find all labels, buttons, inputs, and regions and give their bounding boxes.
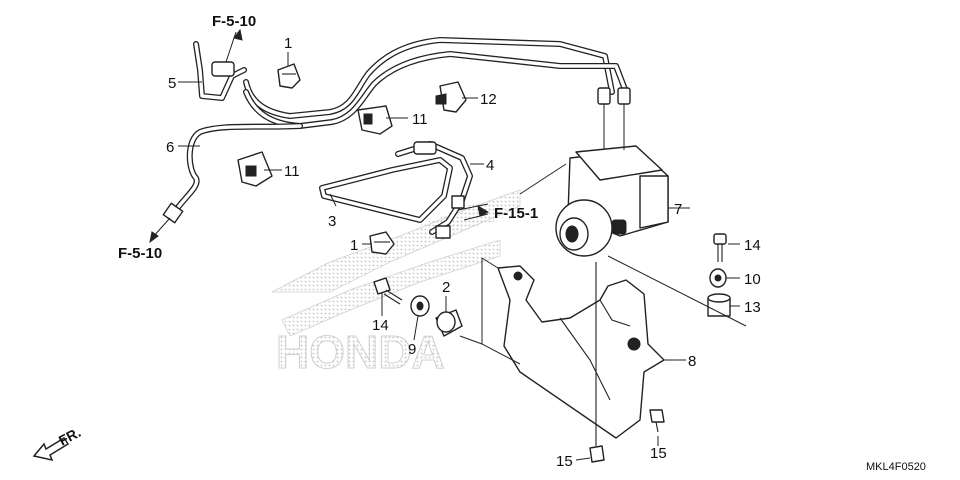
callout-13: 13 <box>744 299 761 316</box>
reference-left[interactable]: F-5-10 <box>118 245 162 262</box>
pipe-clamp-upper <box>357 105 393 135</box>
bolt-14-left <box>373 277 403 305</box>
callout-numbers: 1 1 2 3 4 5 6 7 8 9 10 11 11 12 13 14 14… <box>166 35 761 470</box>
pipe-clamp-12 <box>435 81 467 113</box>
collar-10 <box>709 268 727 288</box>
brake-pipe-4 <box>395 141 473 239</box>
callout-2: 2 <box>442 279 450 296</box>
grommet-13 <box>707 293 731 317</box>
assembly-guide-lines <box>457 163 747 365</box>
brake-pipe-5 <box>193 41 247 101</box>
abs-modulator <box>555 87 669 257</box>
front-direction-marker: FR. <box>32 424 83 462</box>
brake-pipe-6 <box>162 123 303 224</box>
diagram-code: MKL4F0520 <box>866 461 926 473</box>
brake-pipe-upper <box>243 37 629 129</box>
brake-pipe-3 <box>319 157 453 223</box>
abs-port-left <box>597 87 611 105</box>
callout-14-left: 14 <box>372 317 389 334</box>
pipe-joint <box>211 61 235 77</box>
callout-4: 4 <box>486 157 494 174</box>
callout-8: 8 <box>688 353 696 370</box>
callout-9: 9 <box>408 341 416 358</box>
callout-11-lower: 11 <box>284 163 300 180</box>
washer-9 <box>410 295 430 317</box>
pipe-4-nut <box>451 195 465 209</box>
pipe-clamp-lower <box>237 151 273 187</box>
pipe-clip-lower <box>369 231 395 255</box>
reference-middle-arrow <box>477 204 490 217</box>
callout-6: 6 <box>166 139 174 156</box>
abs-port-right <box>617 87 631 105</box>
callout-leaders <box>151 31 740 461</box>
abs-bracket <box>497 265 665 439</box>
callout-15-bottom: 15 <box>556 453 573 470</box>
callout-11-upper: 11 <box>412 111 428 128</box>
bolt-15-right <box>649 409 665 433</box>
reference-middle[interactable]: F-15-1 <box>494 205 538 222</box>
callout-15-right: 15 <box>650 445 667 462</box>
honda-wing-watermark: HONDA <box>271 189 521 379</box>
section-references: F-5-10 F-5-10 F-15-1 <box>118 13 538 262</box>
honda-watermark-text: HONDA <box>276 326 445 378</box>
callout-1-lower: 1 <box>350 237 358 254</box>
pipe-clip-upper <box>277 63 301 89</box>
reference-left-arrow <box>149 231 159 244</box>
bolt-14-right <box>713 233 727 262</box>
pipe-3-nut <box>435 225 451 239</box>
reference-top[interactable]: F-5-10 <box>212 13 256 30</box>
callout-1-upper: 1 <box>284 35 292 52</box>
callout-10: 10 <box>744 271 761 288</box>
callout-12: 12 <box>480 91 497 108</box>
reference-top-arrow <box>233 28 243 41</box>
callout-7: 7 <box>674 201 682 218</box>
callout-14-right: 14 <box>744 237 761 254</box>
pipe-4-joint <box>413 141 437 155</box>
callout-3: 3 <box>328 213 336 230</box>
bolt-15-bottom <box>589 262 605 463</box>
callout-5: 5 <box>168 75 176 92</box>
front-arrow-icon <box>32 436 70 462</box>
